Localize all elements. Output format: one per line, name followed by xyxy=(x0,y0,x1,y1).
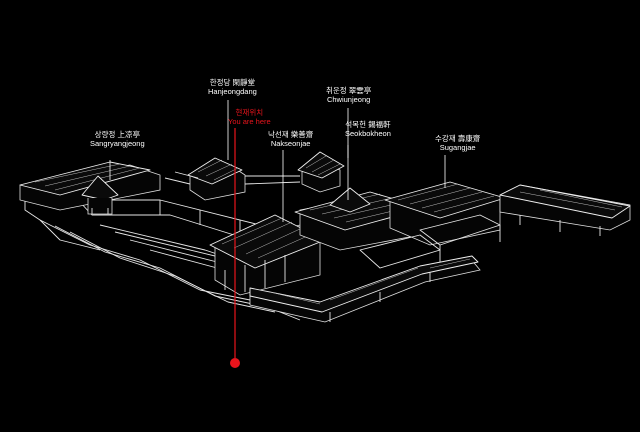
hanjeongdang-korean: 한정당 閑靜堂 xyxy=(209,78,256,87)
nakseonjae-korean: 낙선재 樂善齋 xyxy=(268,130,314,139)
chwiunjeong-label: 취운정 翠雲亭 Chwiunjeong xyxy=(326,86,371,104)
sangryangjeong-korean: 상량정 上凉亭 xyxy=(94,130,140,139)
chwiunjeong-building xyxy=(297,151,345,193)
hanjeongdang-label: 한정당 閑靜堂 Hanjeongdang xyxy=(208,78,257,96)
nakseonjae-english: Nakseonjae xyxy=(270,139,311,148)
current-location-korean: 현재위치 xyxy=(235,108,264,117)
chwiunjeong-korean: 취운정 翠雲亭 xyxy=(326,86,372,95)
current-location-marker xyxy=(230,358,240,368)
covered-walkway xyxy=(244,175,301,185)
chwiunjeong-english: Chwiunjeong xyxy=(326,95,371,104)
seokbokheon-korean: 석복헌 錫福軒 xyxy=(345,120,391,129)
east-wing xyxy=(499,184,631,236)
seokbokheon-label: 석복헌 錫福軒 Seokbokheon xyxy=(345,120,391,138)
sugangjae-korean: 수강재 壽康齋 xyxy=(435,134,481,143)
seokbokheon-english: Seokbokheon xyxy=(345,129,391,138)
sugangjae-english: Sugangjae xyxy=(439,143,476,152)
current-location-label: 현재위치 You are here xyxy=(228,108,271,126)
nakseonjae-label: 낙선재 樂善齋 Nakseonjae xyxy=(268,130,313,148)
current-location-english: You are here xyxy=(228,117,271,126)
sangryangjeong-label: 상량정 上凉亭 Sangryangjeong xyxy=(90,130,145,148)
courtyard-walls xyxy=(359,214,501,269)
hanjeongdang-english: Hanjeongdang xyxy=(208,87,257,96)
sangryangjeong-building xyxy=(19,161,161,215)
sugangjae-label: 수강재 壽康齋 Sugangjae xyxy=(435,134,480,152)
hanjeongdang-building xyxy=(164,157,246,201)
sangryangjeong-english: Sangryangjeong xyxy=(90,139,145,148)
southern-corridor xyxy=(249,255,481,323)
